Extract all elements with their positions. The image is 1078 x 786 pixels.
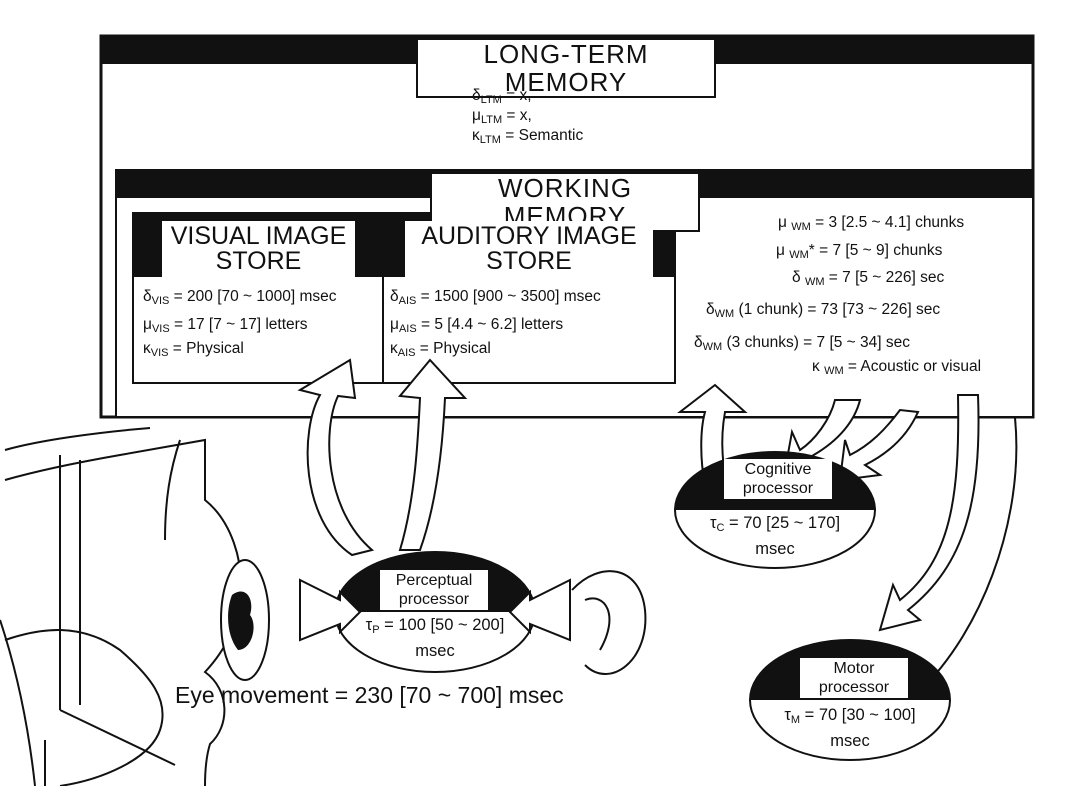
wm-param-mu-star: μ WM* = 7 [5 ~ 9] chunks [776, 242, 943, 261]
screen-frame [59, 439, 181, 766]
arrow-from-ear [508, 578, 571, 642]
ltm-title: LONG-TERM MEMORY [416, 38, 716, 98]
eye-movement-label: Eye movement = 230 [70 ~ 700] msec [175, 682, 564, 708]
motor-processor-param: τM = 70 [30 ~ 100] [784, 706, 916, 726]
vis-param-kappa: κVIS = Physical [143, 340, 244, 359]
eye-pupil [228, 591, 254, 650]
head-outline [4, 427, 242, 786]
motor-processor-unit: msec [830, 732, 870, 750]
ais-param-mu: μAIS = 5 [4.4 ~ 6.2] letters [390, 316, 564, 335]
face-outline [4, 629, 164, 786]
vis-param-mu: μVIS = 17 [7 ~ 17] letters [143, 316, 308, 335]
ltm-param-mu: μLTM = x, [472, 107, 532, 126]
cognitive-processor-unit: msec [755, 540, 795, 558]
perceptual-processor-param: τP = 100 [50 ~ 200] [365, 616, 505, 636]
arrow-to-motor [878, 394, 980, 632]
wm-param-kappa: κ WM = Acoustic or visual [812, 358, 982, 377]
left-tail [0, 619, 46, 786]
cognitive-processor-param: τC = 70 [25 ~ 170] [709, 514, 841, 534]
arrow-from-eye [299, 578, 362, 642]
arrow-to-cognitive-right [838, 408, 920, 482]
wm-param-delta-3chunks: δWM (3 chunks) = 7 [5 ~ 34] sec [694, 334, 911, 353]
wm-param-delta: δ WM = 7 [5 ~ 226] sec [792, 269, 945, 288]
wm-param-delta-1chunk: δWM (1 chunk) = 73 [73 ~ 226] sec [706, 301, 941, 320]
perceptual-processor-unit: msec [415, 642, 455, 660]
ear [571, 570, 647, 675]
vis-param-delta: δVIS = 200 [70 ~ 1000] msec [143, 288, 337, 307]
ltm-param-kappa: κLTM = Semantic [472, 127, 584, 146]
arrow-to-vis [297, 358, 375, 557]
arrow-to-ais [398, 358, 468, 551]
wm-param-mu: μ WM = 3 [2.5 ~ 4.1] chunks [778, 214, 965, 233]
ais-param-kappa: κAIS = Physical [390, 340, 491, 359]
ais-param-delta: δAIS = 1500 [900 ~ 3500] msec [390, 288, 601, 307]
ltm-param-delta: δLTM = x, [472, 87, 532, 106]
